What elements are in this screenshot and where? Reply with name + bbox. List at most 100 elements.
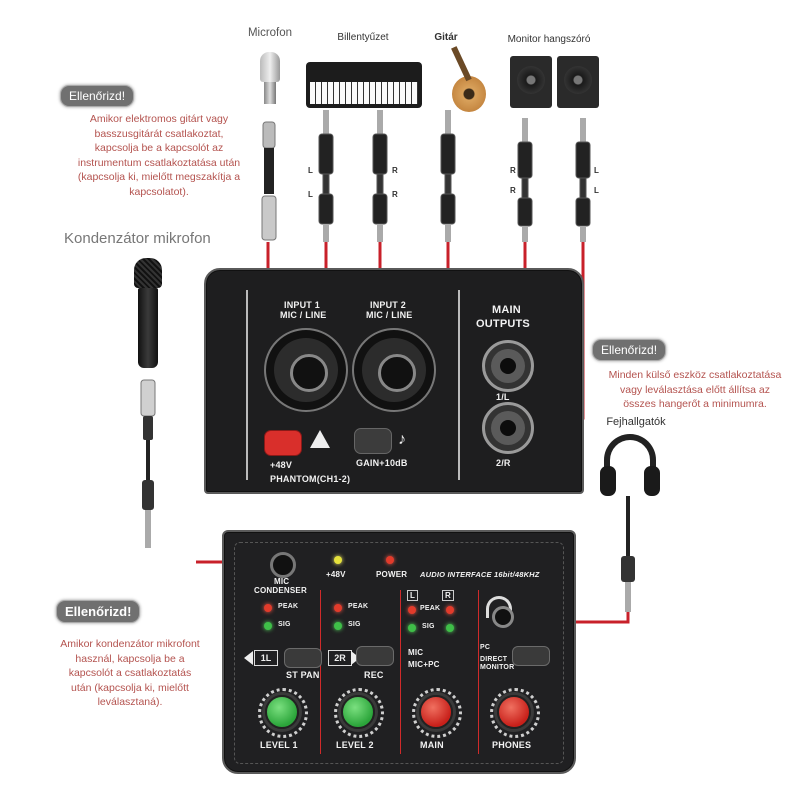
- meter-r-label: R: [442, 590, 454, 601]
- monitor-speaker-icon: [557, 56, 599, 108]
- warning-pill-1: Ellenőrizd!: [60, 85, 135, 107]
- ch2-sig-label: SIG: [348, 621, 361, 628]
- input2-combo-jack[interactable]: [352, 328, 436, 412]
- device-rear-panel: INPUT 1 MIC / LINE INPUT 2 MIC / LINE MA…: [204, 268, 584, 494]
- input1-label: INPUT 1: [284, 300, 320, 310]
- gain-10db-button[interactable]: [354, 428, 392, 454]
- out-1l-label: 1/L: [496, 392, 510, 402]
- mic-condenser-jack[interactable]: [270, 552, 296, 578]
- ch2-peak-label: PEAK: [348, 603, 369, 610]
- input2-label: INPUT 2: [370, 300, 406, 310]
- rec-mic-pc-label: MIC+PC: [408, 660, 440, 669]
- led-power-label: POWER: [376, 570, 408, 579]
- label-mikrofon: Microfon: [247, 27, 293, 39]
- main-peak-label: PEAK: [420, 605, 441, 612]
- phantom-48v-button[interactable]: [264, 430, 302, 456]
- main-ticks: [412, 688, 462, 738]
- label-gitar: Gitár: [434, 32, 458, 43]
- arrow-right-icon: [351, 651, 360, 665]
- led-48v: [334, 556, 342, 564]
- guitar-icon: [442, 44, 492, 114]
- phantom-label: PHANTOM(CH1-2): [270, 474, 351, 484]
- mic-xlr-cable: [261, 121, 277, 241]
- rec-label: REC: [364, 670, 384, 680]
- plug-label-l: L: [308, 190, 313, 199]
- main-outputs-label: OUTPUTS: [476, 318, 530, 330]
- level1-ticks: [258, 688, 308, 738]
- section-divider: [478, 590, 479, 754]
- level1-knob[interactable]: [265, 695, 299, 729]
- warning-note-3: Amikor kondenzátor mikrofont használ, ka…: [60, 638, 200, 708]
- plug-label-r: R: [510, 186, 516, 195]
- main-l-peak-led: [408, 606, 416, 614]
- phantom-48v-label: +48V: [270, 460, 293, 470]
- rec-mic-label: MIC: [408, 648, 424, 657]
- main-r-peak-led: [446, 606, 454, 614]
- led-48v-label: +48V: [326, 570, 346, 579]
- monitor-speaker-icon: [510, 56, 552, 108]
- main-output-2r-jack[interactable]: [482, 402, 534, 454]
- direct-monitor-button[interactable]: [512, 646, 550, 666]
- tag-1l: 1L: [254, 650, 278, 666]
- tag-2r: 2R: [328, 650, 352, 666]
- main-knob[interactable]: [419, 695, 453, 729]
- section-divider: [320, 590, 321, 754]
- label-kondenzator: Kondenzátor mikrofon: [64, 230, 211, 247]
- plug-label-r: R: [392, 190, 398, 199]
- main-output-1l-jack[interactable]: [482, 340, 534, 392]
- label-fejhallgatok: Fejhallgatók: [606, 416, 666, 428]
- warning-pill-2: Ellenőrizd!: [592, 339, 667, 361]
- phones-jack[interactable]: [492, 606, 514, 628]
- headphone-cable: [621, 496, 635, 612]
- level2-knob[interactable]: [341, 695, 375, 729]
- direct-monitor-label: MONITOR: [480, 664, 515, 671]
- main-l-sig-led: [408, 624, 416, 632]
- headphones-icon: [600, 434, 660, 500]
- input1-combo-jack[interactable]: [264, 328, 348, 412]
- plug-label-r: R: [392, 166, 398, 175]
- meter-l-label: L: [407, 590, 419, 601]
- mic-label: MIC: [274, 577, 290, 586]
- phones-ticks: [490, 688, 540, 738]
- condenser-cable: [140, 379, 156, 548]
- panel-divider: [458, 290, 460, 480]
- plug-label-l: L: [308, 166, 313, 175]
- device-top-panel: MIC CONDENSER +48V POWER AUDIO INTERFACE…: [222, 530, 576, 774]
- main-knob-label: MAIN: [420, 740, 444, 750]
- plug-label-l: L: [594, 186, 599, 195]
- phones-knob[interactable]: [497, 695, 531, 729]
- level1-label: LEVEL 1: [260, 740, 298, 750]
- led-power: [386, 556, 394, 564]
- section-divider: [400, 590, 401, 754]
- headphone-symbol-icon: [486, 596, 512, 618]
- panel-divider: [246, 290, 248, 480]
- input1-sublabel: MIC / LINE: [280, 310, 327, 320]
- level2-ticks: [334, 688, 384, 738]
- phones-label: PHONES: [492, 740, 532, 750]
- plug-label-r: R: [510, 166, 516, 175]
- label-monitor: Monitor hangszóró: [507, 34, 591, 45]
- st-pan-button[interactable]: [284, 648, 322, 668]
- warning-triangle-icon: [310, 430, 330, 448]
- input2-sublabel: MIC / LINE: [366, 310, 413, 320]
- out-2r-label: 2/R: [496, 458, 511, 468]
- ch1-peak-led: [264, 604, 272, 612]
- st-pan-label: ST PAN: [286, 670, 320, 680]
- condenser-label: CONDENSER: [254, 586, 307, 595]
- label-billentyuzet: Billentyűzet: [337, 32, 389, 43]
- ch1-sig-label: SIG: [278, 621, 291, 628]
- main-outputs-label: MAIN: [492, 304, 521, 316]
- direct-monitor-label: DIRECT: [480, 656, 508, 663]
- panel-frame: [234, 542, 564, 764]
- studio-mic-icon: [258, 52, 282, 108]
- condenser-mic-icon: [134, 258, 162, 370]
- rec-button[interactable]: [356, 646, 394, 666]
- gain-label: GAIN+10dB: [356, 458, 408, 468]
- guitar-small-icon: ♪: [398, 431, 406, 448]
- ch2-sig-led: [334, 622, 342, 630]
- monitor-pc-label: PC: [480, 644, 491, 651]
- warning-note-1: Amikor elektromos gitárt vagy basszusgit…: [77, 113, 241, 198]
- level2-label: LEVEL 2: [336, 740, 374, 750]
- main-sig-label: SIG: [422, 623, 435, 630]
- warning-note-2: Minden külső eszköz csatlakoztatása vagy…: [608, 369, 782, 410]
